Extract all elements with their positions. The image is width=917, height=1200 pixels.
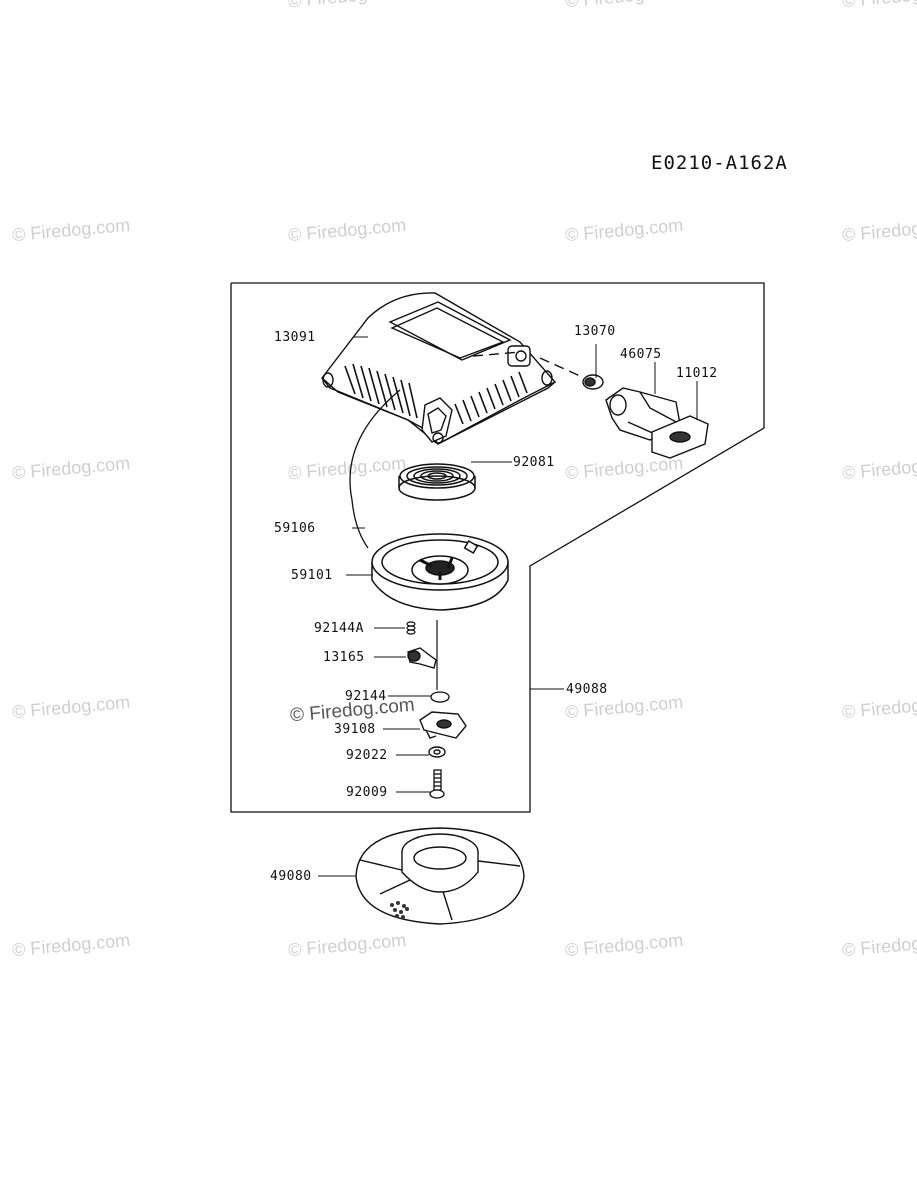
starter-pulley-drawing [355, 827, 525, 925]
part-label-92144A: 92144A [314, 621, 364, 636]
washer-drawing [428, 746, 446, 758]
part-label-13070: 13070 [574, 324, 616, 339]
part-label-49080: 49080 [270, 869, 312, 884]
part-label-92144: 92144 [345, 689, 387, 704]
pawl-spring-drawing [406, 621, 416, 635]
starter-handle-drawing [605, 387, 681, 441]
screw-drawing [429, 769, 445, 799]
diagram-code: E0210-A162A [651, 152, 788, 174]
assembly-outline [230, 282, 765, 813]
recoil-spring-drawing [398, 463, 476, 501]
reel-drawing [371, 533, 509, 611]
part-label-13165: 13165 [323, 650, 365, 665]
part-label-92009: 92009 [346, 785, 388, 800]
part-label-59106: 59106 [274, 521, 316, 536]
rope-guide-drawing [582, 374, 604, 390]
part-label-92022: 92022 [346, 748, 388, 763]
recoil-cover-drawing [321, 292, 581, 445]
part-label-11012: 11012 [676, 366, 718, 381]
leader-lines [318, 336, 698, 877]
washer-small-drawing [430, 691, 450, 703]
starter-rope-drawing [349, 389, 401, 549]
part-label-92081: 92081 [513, 455, 555, 470]
part-label-13091: 13091 [274, 330, 316, 345]
part-label-46075: 46075 [620, 347, 662, 362]
part-label-39108: 39108 [334, 722, 376, 737]
part-label-59101: 59101 [291, 568, 333, 583]
pawl-drawing [407, 647, 437, 669]
part-label-49088: 49088 [566, 682, 608, 697]
ratchet-drawing [419, 711, 467, 739]
handle-grip-drawing [651, 415, 709, 459]
